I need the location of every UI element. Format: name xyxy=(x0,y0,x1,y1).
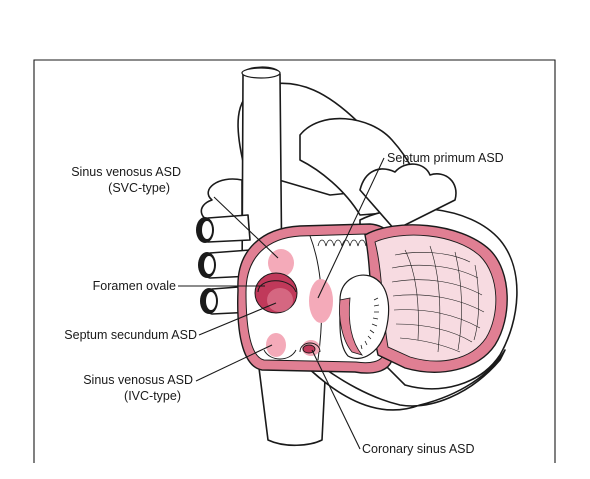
ventricle-cut-surface xyxy=(374,234,497,362)
valve-leaflet-fringe xyxy=(360,297,380,350)
leader-coronary xyxy=(311,349,361,450)
label-ivc-line2: (IVC-type) xyxy=(124,389,181,403)
defect-septum-primum xyxy=(309,279,333,323)
label-septum-primum: Septum primum ASD xyxy=(387,151,504,165)
leader-secundum xyxy=(198,302,277,336)
heart-lower-outline xyxy=(299,349,506,411)
label-svc-line1: Sinus venosus ASD xyxy=(71,165,181,179)
leader-primum xyxy=(317,157,385,299)
leader-lines xyxy=(178,157,385,450)
label-svc-line2: (SVC-type) xyxy=(108,181,170,195)
label-ivc-line1: Sinus venosus ASD xyxy=(83,373,193,387)
defect-sinus-venosus-ivc xyxy=(266,333,286,357)
ivc-crescent xyxy=(263,349,297,360)
trabeculae xyxy=(391,245,485,353)
coronary-sinus-ring xyxy=(299,342,321,353)
leader-ivc xyxy=(195,344,273,382)
foramen-ovale-flap xyxy=(257,280,297,293)
label-septum-secundum: Septum secundum ASD xyxy=(64,328,197,342)
left-atrial-appendage xyxy=(359,163,457,231)
defect-septum-secundum xyxy=(267,288,293,312)
label-coronary-sinus: Coronary sinus ASD xyxy=(362,442,475,456)
inferior-vena-cava xyxy=(257,359,327,447)
leader-svc xyxy=(213,196,279,259)
svc-opening xyxy=(241,67,281,79)
figure-frame xyxy=(33,59,556,463)
label-foramen-ovale: Foramen ovale xyxy=(93,279,176,293)
defect-sinus-venosus-svc xyxy=(268,249,294,277)
valve-rim xyxy=(339,297,364,356)
